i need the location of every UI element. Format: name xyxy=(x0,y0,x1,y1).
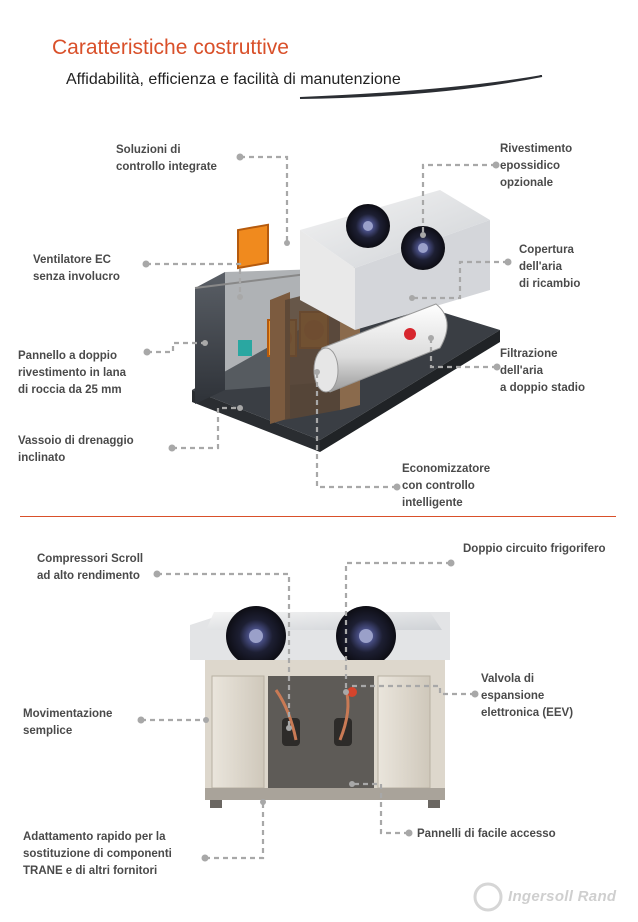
label-pannelli: Pannelli di facile accesso xyxy=(417,828,556,840)
page-subtitle: Affidabilità, efficienza e facilità di m… xyxy=(66,71,401,88)
top-leader-dots xyxy=(142,153,512,491)
top-leaders xyxy=(146,155,508,489)
bottom-unit-drawing xyxy=(190,606,450,808)
label-ventilatore: Ventilatore EC senza involucro xyxy=(33,254,120,283)
label-adattamento: Adattamento rapido per la sostituzione d… xyxy=(23,831,172,877)
label-rivestimento: Rivestimento epossidico opzionale xyxy=(500,143,573,189)
label-economizzatore: Economizzatore con controllo intelligent… xyxy=(402,463,491,509)
label-doppio-circuito: Doppio circuito frigorifero xyxy=(463,543,606,555)
bottom-leader-dots xyxy=(137,559,479,862)
label-copertura: Copertura dell'aria di ricambio xyxy=(519,244,581,290)
label-vassoio: Vassoio di drenaggio inclinato xyxy=(18,435,134,464)
swoosh-decoration xyxy=(299,75,543,99)
economizer-cylinder xyxy=(313,303,448,393)
label-valvola: Valvola di espansione elettronica (EEV) xyxy=(481,673,574,719)
label-controllo: Soluzioni di controllo integrate xyxy=(116,144,217,173)
logo-mark-icon xyxy=(473,882,503,912)
page-title: Caratteristiche costruttive xyxy=(52,36,289,59)
bottom-leaders xyxy=(141,561,475,860)
top-unit-drawing xyxy=(192,190,500,452)
label-pannello: Pannello a doppio rivestimento in lana d… xyxy=(18,350,127,396)
label-filtrazione: Filtrazione dell'aria a doppio stadio xyxy=(500,348,585,394)
brand-logo: Ingersoll Rand xyxy=(508,888,617,905)
label-movimentazione: Movimentazione semplice xyxy=(23,708,113,737)
label-compressori: Compressori Scroll ad alto rendimento xyxy=(37,553,144,582)
section-divider xyxy=(20,516,616,517)
